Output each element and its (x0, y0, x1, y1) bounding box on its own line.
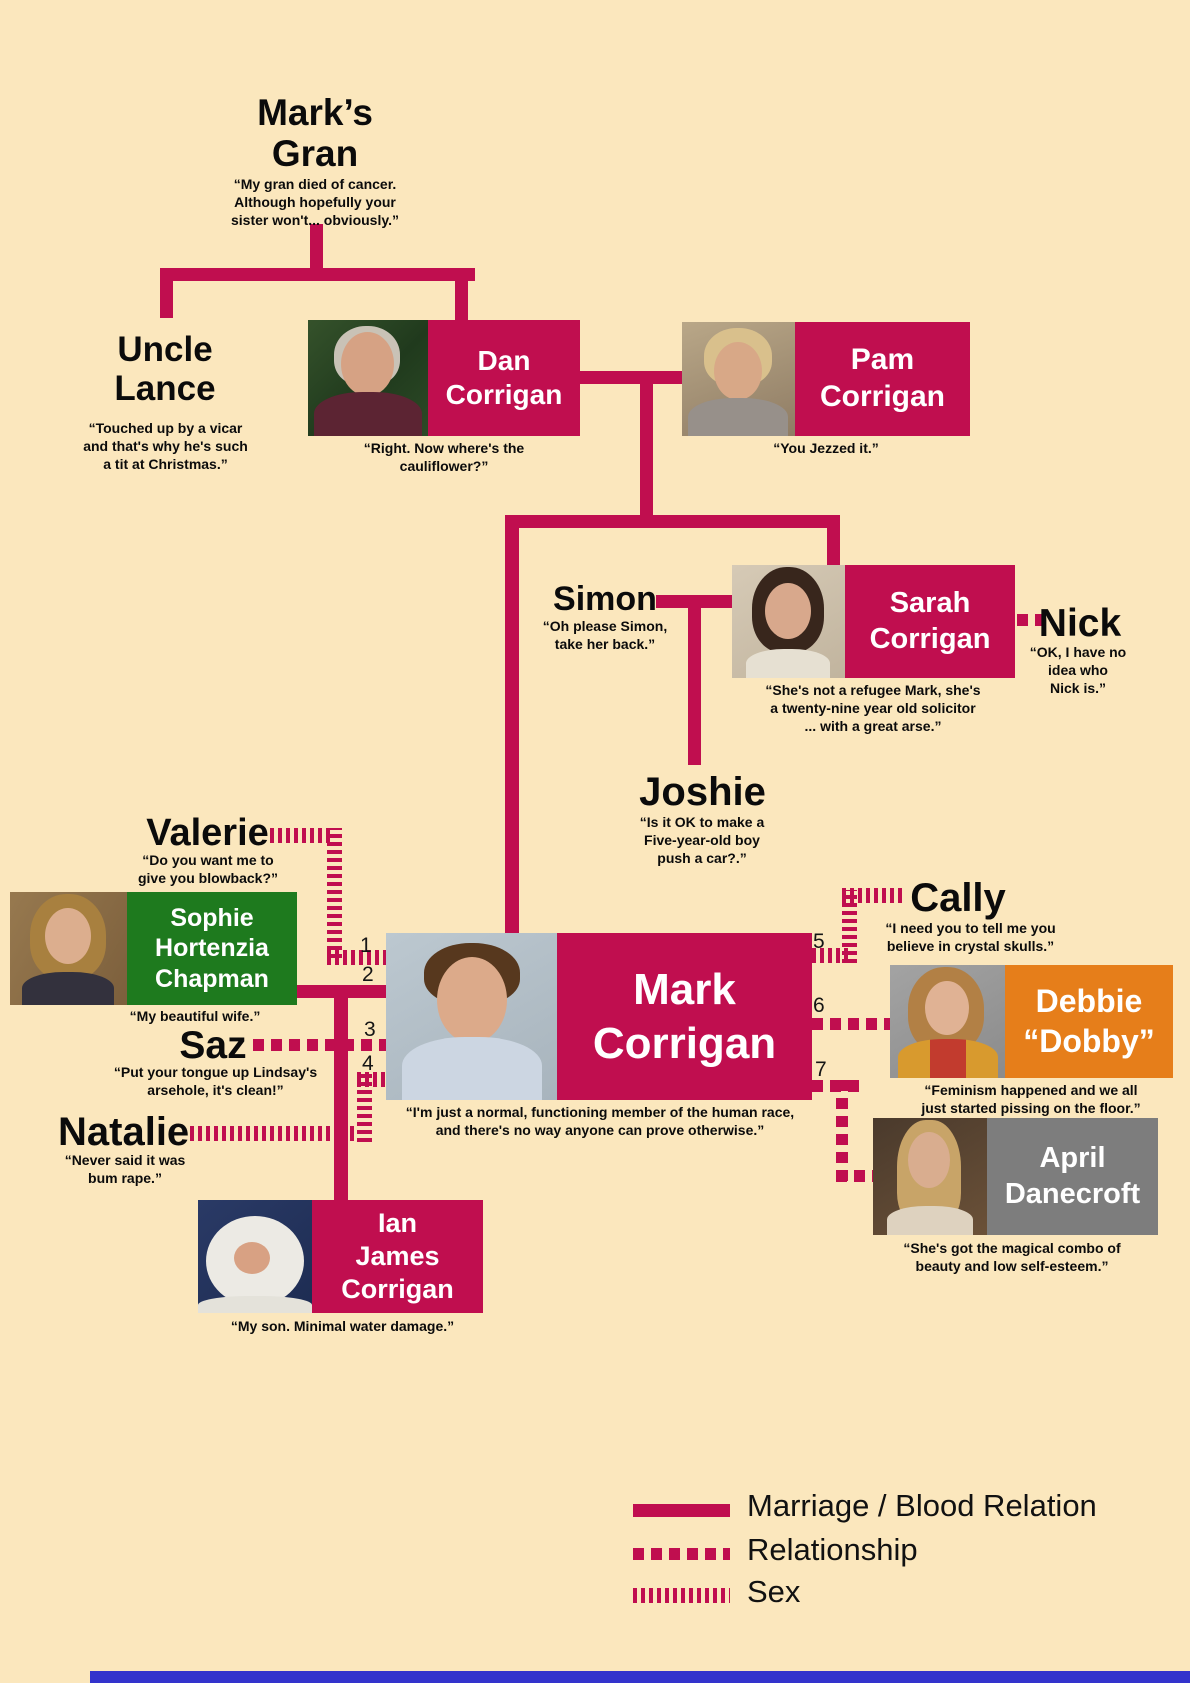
footer-strip (90, 1671, 1190, 1683)
connection-number-1: 1 (360, 934, 372, 957)
lance-quote: “Touched up by a vicar and that's why he… (83, 420, 248, 472)
gran-name: Mark’s Gran (257, 92, 373, 175)
ian-quote: “My son. Minimal water damage.” (230, 1318, 455, 1334)
relationship-line-saz (253, 1039, 386, 1051)
portrait-face (45, 908, 91, 964)
portrait-face (908, 1132, 950, 1188)
pam-quote: “You Jezzed it.” (773, 440, 879, 456)
sex-line-natalie-v (357, 1072, 372, 1142)
sex-line-cally-h1 (812, 948, 850, 963)
legend-marriage-label: Marriage / Blood Relation (747, 1488, 1097, 1523)
portrait-torso (198, 1296, 312, 1313)
portrait-face (714, 342, 762, 400)
sex-line-cally-v (842, 890, 857, 963)
connection-number-2: 2 (362, 963, 374, 986)
sex-line-valerie-h1 (270, 828, 334, 843)
dan-namebox: Dan Corrigan (428, 320, 580, 436)
portrait-torso (22, 972, 114, 1005)
portrait-face (234, 1242, 270, 1274)
pam-namebox: Pam Corrigan (795, 322, 970, 436)
dobby-photo (890, 965, 1005, 1078)
sex-line-cally-h2 (842, 888, 905, 903)
sarah-quote: “She's not a refugee Mark, she's a twent… (765, 682, 981, 734)
mark-photo (386, 933, 557, 1100)
ian-photo (198, 1200, 312, 1313)
portrait-face (925, 981, 969, 1035)
ian-namebox: Ian James Corrigan (312, 1200, 483, 1313)
connection-number-5: 5 (813, 930, 825, 953)
portrait-face (341, 332, 394, 396)
sex-line-valerie-h2 (327, 950, 386, 965)
april-quote: “She's got the magical combo of beauty a… (903, 1240, 1121, 1274)
relationship-line-april-v (836, 1080, 848, 1182)
connection-number-6: 6 (813, 994, 825, 1017)
natalie-quote: “Never said it was bum rape.” (64, 1152, 186, 1186)
april-photo (873, 1118, 987, 1235)
joshie-quote: “Is it OK to make a Five-year-old boy pu… (639, 814, 765, 866)
dan-photo (308, 320, 428, 436)
pam-photo (682, 322, 795, 436)
sex-line-natalie-h1 (190, 1126, 357, 1141)
dan-quote: “Right. Now where's the cauliflower?” (363, 440, 525, 474)
legend-sex-swatch (633, 1588, 730, 1603)
mark-quote: “I'm just a normal, functioning member o… (405, 1104, 795, 1138)
sex-line-natalie-h2 (357, 1072, 386, 1087)
line-gran-stem (310, 224, 323, 274)
sex-line-valerie-v (327, 828, 342, 958)
line-gen2-bar (505, 515, 840, 528)
portrait-torso (887, 1206, 973, 1235)
relationship-line-nick (1017, 614, 1046, 626)
line-gran-children-bar (160, 268, 475, 281)
line-sophie-mark-marriage (297, 985, 386, 998)
portrait-face (765, 583, 811, 639)
dobby-namebox: Debbie “Dobby” (1005, 965, 1173, 1078)
cally-quote: “I need you to tell me you believe in cr… (885, 920, 1056, 954)
simon-name: Simon (553, 580, 657, 618)
nick-quote: “OK, I have no idea who Nick is.” (1029, 644, 1127, 696)
connection-number-7: 7 (815, 1058, 827, 1081)
natalie-name: Natalie (58, 1110, 190, 1154)
legend-relationship-swatch (633, 1548, 730, 1560)
relationship-line-dobby (812, 1018, 890, 1030)
portrait-torso (314, 392, 422, 436)
portrait-torso (688, 398, 788, 436)
sarah-namebox: Sarah Corrigan (845, 565, 1015, 678)
line-drop-sarah (827, 515, 840, 567)
valerie-name: Valerie (146, 812, 269, 854)
connection-number-4: 4 (362, 1052, 374, 1075)
legend-marriage-swatch (633, 1504, 730, 1517)
relationship-line-april-h2 (836, 1170, 873, 1182)
line-drop-lance (160, 268, 173, 318)
line-dan-pam-drop (640, 383, 653, 518)
sophie-photo (10, 892, 127, 1005)
saz-name: Saz (179, 1024, 247, 1067)
sophie-quote: “My beautiful wife.” (129, 1008, 261, 1024)
portrait-torso (898, 1039, 998, 1078)
sarah-photo (732, 565, 845, 678)
line-drop-ian (334, 997, 348, 1200)
dobby-quote: “Feminism happened and we all just start… (921, 1082, 1141, 1116)
legend-sex-label: Sex (747, 1574, 801, 1609)
legend-relationship-label: Relationship (747, 1532, 918, 1567)
portrait-face (437, 957, 507, 1043)
nick-name: Nick (1038, 602, 1122, 645)
simon-quote: “Oh please Simon, take her back.” (542, 618, 668, 652)
line-drop-mark (505, 515, 519, 933)
lance-name: Uncle Lance (114, 330, 216, 409)
cally-name: Cally (910, 876, 1006, 920)
line-drop-joshie (688, 608, 701, 765)
gran-quote: “My gran died of cancer. Although hopefu… (231, 176, 399, 228)
april-namebox: April Danecroft (987, 1118, 1158, 1235)
portrait-torso (402, 1037, 542, 1100)
valerie-quote: “Do you want me to give you blowback?” (137, 852, 279, 886)
joshie-name: Joshie (639, 770, 766, 814)
line-simon-sarah-marriage (656, 595, 732, 608)
saz-quote: “Put your tongue up Lindsay's arsehole, … (113, 1064, 318, 1098)
sophie-namebox: Sophie Hortenzia Chapman (127, 892, 297, 1005)
connection-number-3: 3 (364, 1018, 376, 1041)
mark-namebox: Mark Corrigan (557, 933, 812, 1100)
line-drop-dan (455, 268, 468, 323)
line-dan-pam-marriage (580, 371, 682, 384)
portrait-torso (746, 649, 830, 678)
